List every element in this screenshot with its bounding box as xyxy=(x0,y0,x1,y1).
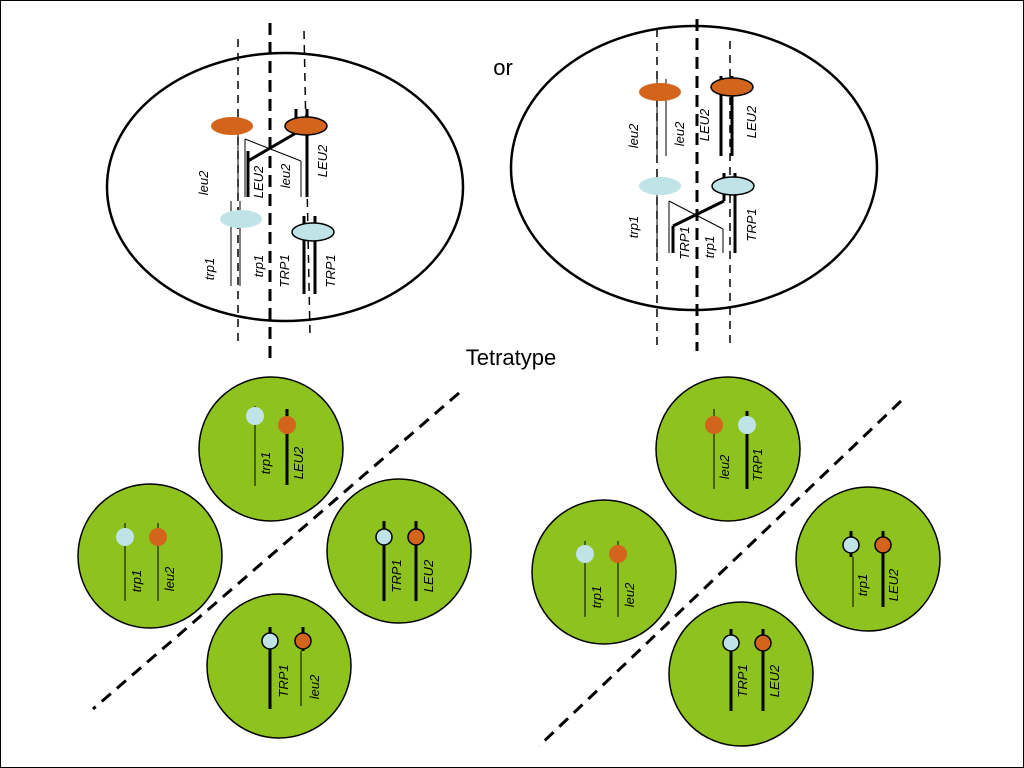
gene-label: trp1 xyxy=(626,216,641,238)
gene-label: leu2 xyxy=(278,163,293,188)
spore: TRP1 LEU2 xyxy=(668,601,814,747)
tetrad-right: leu2 TRP1 trp1 leu2 trp1 LEU2 xyxy=(531,376,941,748)
gene-label: LEU2 xyxy=(744,105,759,138)
genotype-label: TRP1 xyxy=(389,559,404,592)
spore: trp1 leu2 xyxy=(77,483,223,629)
meiosis-cell-left: leu2 LEU2 leu2 LEU2 trp1 trp1 TRP1 TRP1 xyxy=(105,23,465,363)
spore: trp1 LEU2 xyxy=(198,376,344,522)
spore: trp1 leu2 xyxy=(531,499,677,645)
gene-label: LEU2 xyxy=(251,165,266,198)
centromere-orange xyxy=(710,77,754,97)
gene-label: TRP1 xyxy=(744,208,759,241)
division-line xyxy=(92,391,460,711)
tetrad-left: trp1 LEU2 trp1 leu2 TRP1 LEU2 xyxy=(77,376,472,739)
centromere-orange xyxy=(639,83,681,101)
tetratype-title: Tetratype xyxy=(466,345,557,370)
gene-label: trp1 xyxy=(202,258,217,280)
genotype-label: TRP1 xyxy=(735,664,750,697)
genotype-label: LEU2 xyxy=(291,446,306,479)
centromere-orange xyxy=(284,116,328,136)
gene-label: trp1 xyxy=(702,236,717,258)
genotype-label: trp1 xyxy=(855,574,870,596)
genotype-label: leu2 xyxy=(717,454,732,479)
genotype-label: leu2 xyxy=(307,674,322,699)
genotype-label: trp1 xyxy=(258,452,273,474)
genotype-label: trp1 xyxy=(129,570,144,592)
genotype-label: LEU2 xyxy=(421,559,436,592)
gene-label: LEU2 xyxy=(697,108,712,141)
centromere-lightblue xyxy=(220,210,262,228)
centromere-lightblue xyxy=(291,222,335,242)
gene-label: leu2 xyxy=(672,121,687,146)
centromere-orange xyxy=(211,117,253,135)
genotype-label: trp1 xyxy=(589,586,604,608)
genotype-label: leu2 xyxy=(162,566,177,591)
genotype-label: TRP1 xyxy=(750,448,765,481)
gene-label: trp1 xyxy=(251,255,266,277)
spore: TRP1 LEU2 xyxy=(326,478,472,624)
gene-label: leu2 xyxy=(626,123,641,148)
gene-label: TRP1 xyxy=(277,254,292,287)
gene-label: TRP1 xyxy=(323,254,338,287)
or-label: or xyxy=(493,55,513,80)
genotype-label: TRP1 xyxy=(276,664,291,697)
division-line xyxy=(537,399,903,748)
spore: TRP1 leu2 xyxy=(206,593,352,739)
spore: trp1 LEU2 xyxy=(795,486,941,632)
genotype-label: LEU2 xyxy=(767,664,782,697)
gene-label: leu2 xyxy=(196,170,211,195)
genotype-label: LEU2 xyxy=(886,568,901,601)
centromere-lightblue xyxy=(711,176,755,196)
genotype-label: leu2 xyxy=(622,582,637,607)
spore: leu2 TRP1 xyxy=(655,376,801,522)
gene-label: TRP1 xyxy=(677,226,692,259)
meiosis-cell-right: leu2 leu2 LEU2 LEU2 trp1 TRP1 trp1 TRP1 xyxy=(509,19,879,351)
centromere-lightblue xyxy=(639,177,681,195)
gene-label: LEU2 xyxy=(315,144,330,177)
